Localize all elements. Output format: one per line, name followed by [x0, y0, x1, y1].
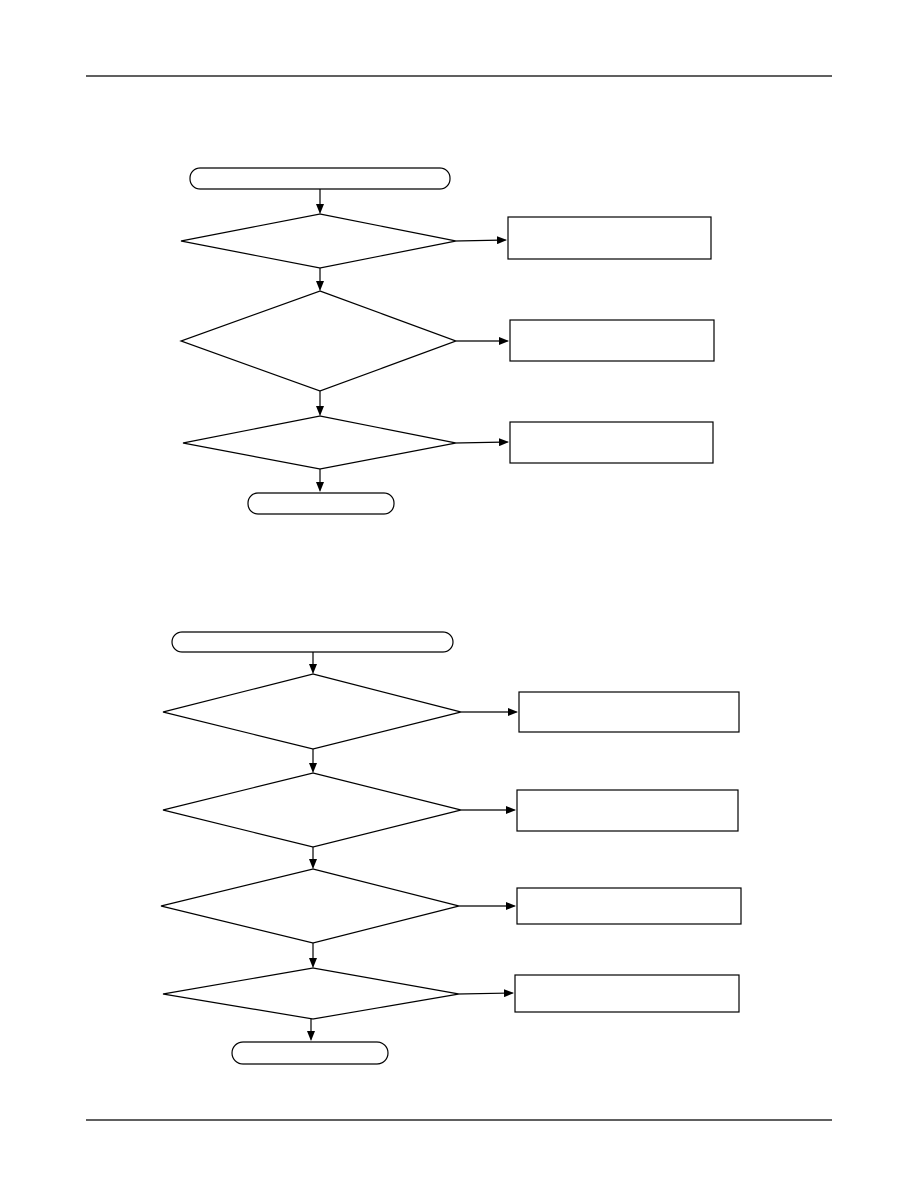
action-box	[518, 691, 740, 733]
decision-diamond	[162, 967, 460, 1020]
end-terminator	[247, 492, 395, 515]
decision-diamond	[179, 290, 458, 392]
action-box	[509, 421, 714, 464]
start-terminator	[189, 167, 451, 190]
decision-diamond	[180, 213, 457, 269]
action-box	[514, 974, 740, 1013]
action-box	[516, 887, 742, 925]
flowchart-1	[179, 167, 715, 515]
branch-arrow	[455, 236, 507, 245]
decision-diamond	[162, 772, 462, 848]
action-box	[507, 216, 712, 260]
start-terminator	[171, 631, 454, 653]
decision-diamond	[160, 868, 460, 944]
branch-arrow	[458, 989, 514, 998]
end-terminator	[231, 1041, 389, 1065]
action-box	[509, 319, 715, 362]
decision-diamond	[162, 673, 462, 750]
action-box	[516, 789, 739, 832]
decision-diamond	[182, 415, 457, 470]
flowchart-2	[160, 631, 742, 1065]
branch-arrow	[455, 438, 509, 447]
